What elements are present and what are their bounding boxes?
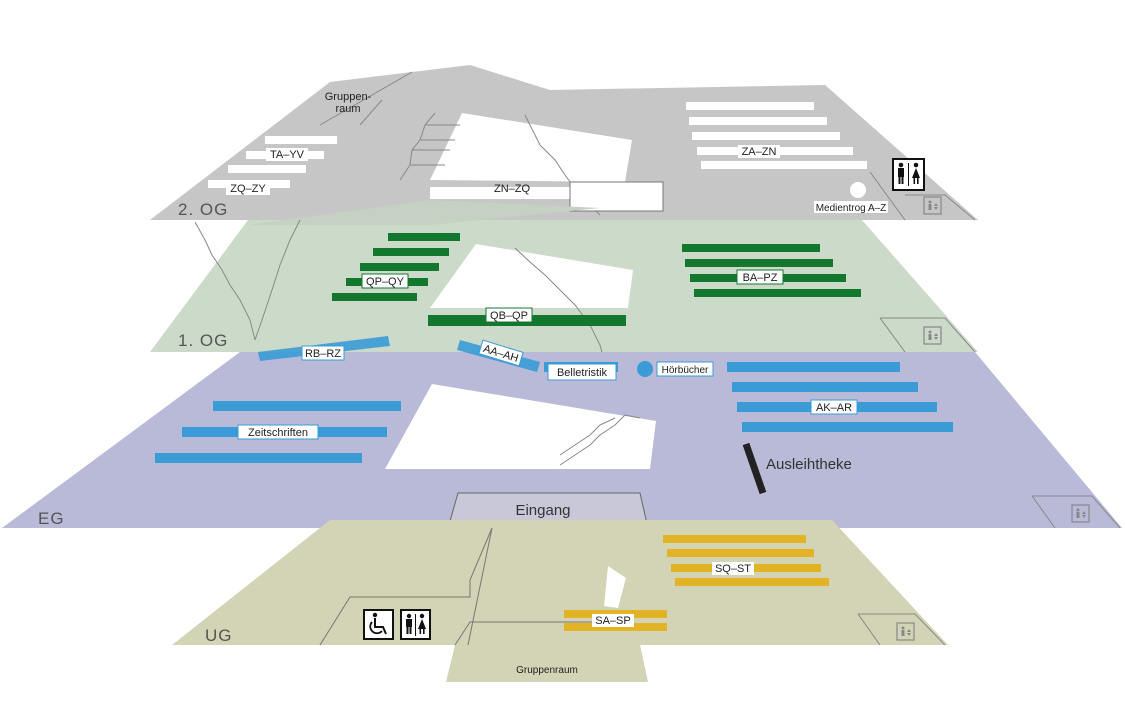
shelf-label-sa-sp: SA–SP	[595, 615, 630, 627]
shelf	[155, 453, 362, 463]
floor-ug-plate	[172, 520, 948, 645]
shelf-label-belletristik: Belletristik	[557, 367, 608, 379]
restroom-icon	[400, 609, 431, 640]
shelf-label-qb-qp: QB–QP	[490, 310, 528, 322]
group-room-label-line2: raum	[335, 103, 360, 115]
floor-2og-label: 2. OG	[178, 200, 228, 219]
shelf	[686, 102, 814, 110]
shelf-label-ba-pz: BA–PZ	[743, 272, 778, 284]
shelf	[265, 136, 337, 144]
shelf-label-ak-ar: AK–AR	[816, 402, 852, 414]
shelf-label-zq-zy: ZQ–ZY	[230, 183, 266, 195]
shelf-label-zeitschriften: Zeitschriften	[248, 427, 308, 439]
group-room-area	[446, 645, 648, 682]
shelf	[682, 244, 820, 252]
group-room-label-line1: Gruppen-	[325, 91, 372, 103]
checkout-desk-label: Ausleihtheke	[766, 456, 852, 473]
media-trough-box	[569, 181, 664, 212]
shelf-label-ta-yv: TA–YV	[270, 149, 305, 161]
checkout-desk	[742, 442, 767, 495]
audiobook-marker	[637, 361, 653, 377]
shelf	[360, 263, 439, 271]
group-room-label: Gruppenraum	[516, 665, 578, 676]
wheelchair-icon	[363, 609, 394, 640]
floor-2og: Gruppen- raum TA–YV ZQ–ZY ZN–ZQ ZA–ZN Me…	[150, 65, 978, 221]
restroom-icon	[892, 158, 925, 191]
elevator-icon	[896, 622, 915, 641]
shelf	[663, 535, 806, 543]
shelf	[228, 165, 306, 173]
floor-eg-void	[385, 384, 656, 469]
floor-1og-stairs	[194, 219, 613, 391]
shelf	[701, 161, 867, 169]
floor-eg: RB–RZ AA–AH Belletristik Hörbücher Zeits…	[2, 336, 1122, 529]
shelf	[689, 117, 827, 125]
media-trough-marker	[850, 182, 866, 198]
shelf	[430, 187, 570, 199]
shelf	[332, 293, 417, 301]
floor-eg-label: EG	[38, 509, 65, 528]
shelf-label-rb-rz: RB–RZ	[305, 348, 341, 360]
elevator-icon	[1071, 504, 1090, 523]
shelf	[373, 248, 449, 256]
shelf	[388, 233, 460, 241]
shelf-label-qp-qy: QP–QY	[366, 276, 405, 288]
shelf	[742, 422, 953, 432]
shelf	[732, 382, 918, 392]
floor-1og-label: 1. OG	[178, 331, 228, 350]
shelf	[685, 259, 833, 267]
shelf	[213, 401, 401, 411]
shelf	[675, 578, 829, 586]
elevator-icon	[923, 326, 942, 345]
floor-ug: SQ–ST SA–SP Gruppenraum	[172, 520, 948, 682]
shelf-label-sq-st: SQ–ST	[715, 563, 751, 575]
shelf	[727, 362, 900, 372]
floor-eg-stairs	[559, 414, 641, 466]
shelf	[694, 289, 861, 297]
media-trough-label: Medientrog A–Z	[816, 203, 887, 214]
floor-1og: QP–QY QB–QP BA–PZ 1. OG	[150, 200, 978, 391]
floor-1og-void	[430, 244, 633, 308]
floor-2og-void	[430, 113, 632, 182]
shelf-label-zn-zq: ZN–ZQ	[494, 183, 531, 195]
shelf	[667, 549, 814, 557]
elevator-icon	[923, 196, 942, 215]
floor-ug-label: UG	[205, 626, 233, 645]
shelf	[692, 132, 840, 140]
shelf-label-za-zn: ZA–ZN	[742, 146, 777, 158]
entrance-label: Eingang	[515, 502, 570, 519]
audiobook-label: Hörbücher	[662, 365, 709, 376]
